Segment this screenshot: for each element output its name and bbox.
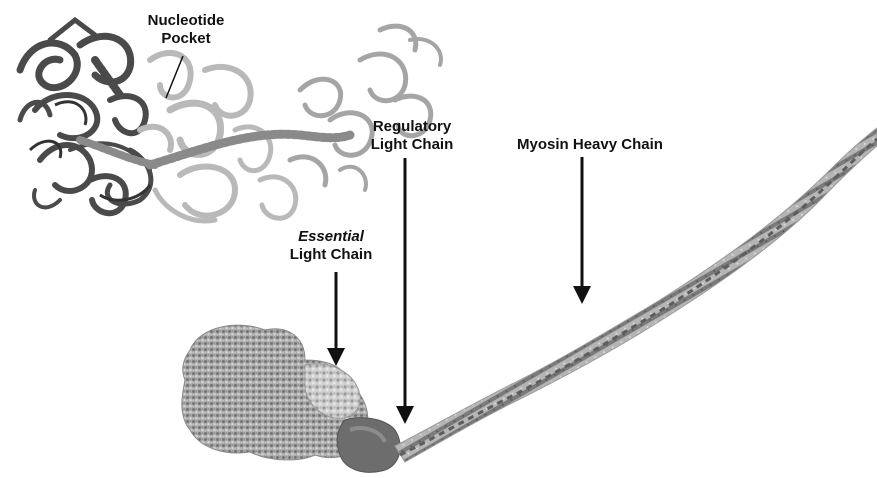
essential-light-chain-label: Essential Light Chain <box>276 228 386 264</box>
nucleotide-pocket-pointer <box>166 56 183 98</box>
regulatory-light-chain-label: Regulatory Light Chain <box>356 118 468 154</box>
essential-light-chain-arrow <box>327 272 345 366</box>
lever-arm-helix <box>80 134 350 165</box>
essential-light-chain-label-line2: Light Chain <box>276 246 386 264</box>
myosin-heavy-chain-label: Myosin Heavy Chain <box>490 136 690 154</box>
nucleotide-pocket-label: Nucleotide Pocket <box>141 12 231 48</box>
light-chain-ribbons <box>290 26 441 190</box>
myosin-heavy-chain-tail <box>395 128 877 462</box>
space-filling-model <box>182 325 400 472</box>
essential-light-chain-label-line1: Essential <box>276 228 386 246</box>
regulatory-light-chain-label-line1: Regulatory <box>356 118 468 136</box>
nucleotide-pocket-label-line2: Pocket <box>141 30 231 48</box>
regulatory-light-chain-label-line2: Light Chain <box>356 136 468 154</box>
regulatory-light-chain-arrow <box>396 158 414 424</box>
myosin-heavy-chain-label-line1: Myosin Heavy Chain <box>490 136 690 154</box>
myosin-heavy-chain-arrow <box>573 157 591 304</box>
nucleotide-pocket-label-line1: Nucleotide <box>141 12 231 30</box>
